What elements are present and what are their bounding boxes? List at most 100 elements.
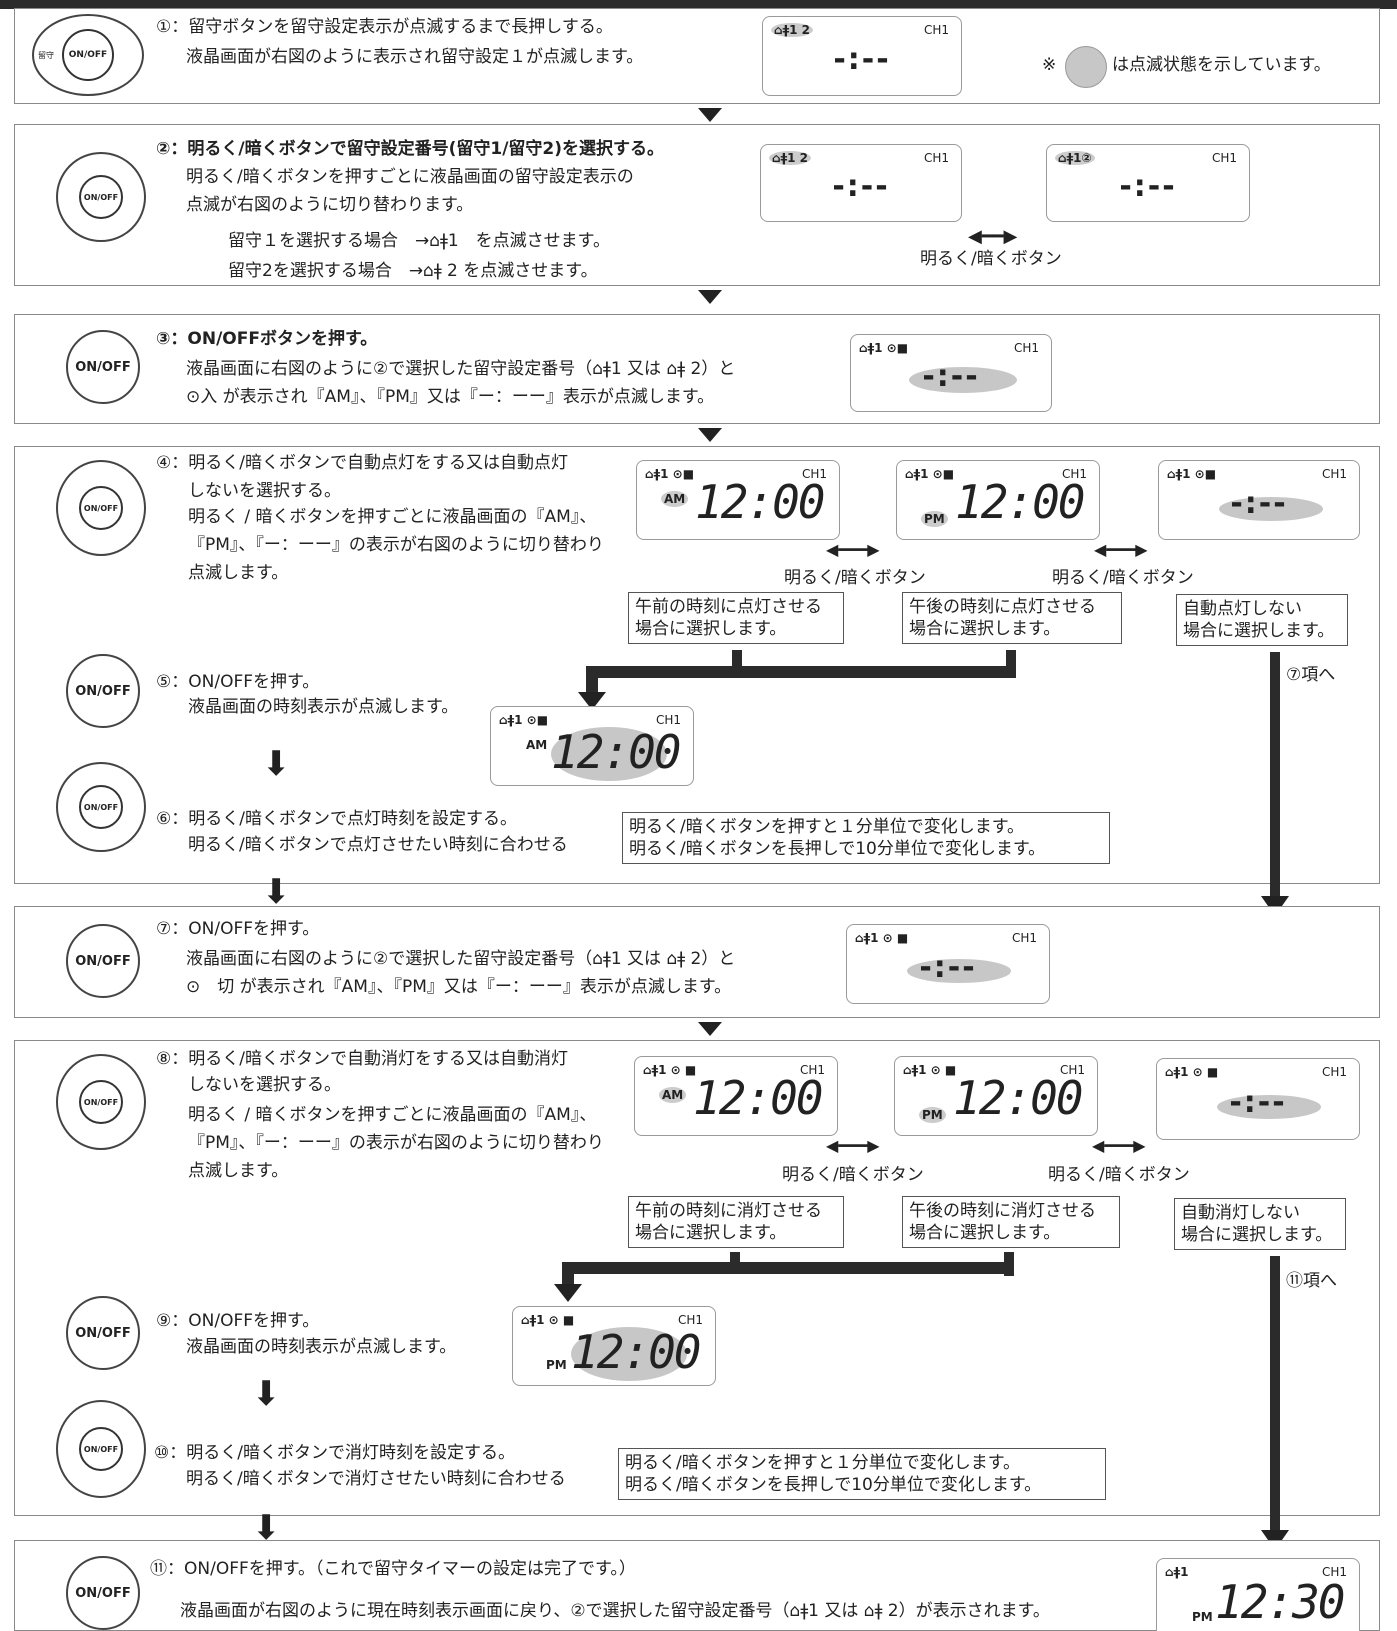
channel-label: CH1	[677, 1313, 703, 1327]
step-8-box2: 午後の時刻に消灯させる場合に選択します。	[902, 1196, 1120, 1248]
step-7-line3: ⊙ 切 が表示され『AM』、『PM』又は『ー：ーー』表示が点滅します。	[186, 977, 732, 997]
onoff-button[interactable]: ON/OFF	[66, 1556, 140, 1630]
step-2-line3: 点滅が右図のように切り替わります。	[186, 195, 474, 215]
double-arrow-icon: ◀━━━▶	[1094, 540, 1148, 559]
onoff-button[interactable]: ON/OFF	[66, 654, 140, 728]
flow-line	[1270, 1256, 1280, 1536]
box-line: 午前の時刻に消灯させる	[635, 1201, 822, 1221]
onoff-center-button[interactable]: ON/OFF	[79, 785, 123, 829]
lcd-step9: ⌂ǂ1 ⊙ ■ CH1 PM 12:00	[512, 1306, 716, 1386]
lcd-step3: ⌂ǂ1 ⊙■ CH1 -:--	[850, 334, 1052, 412]
box-line: 場合に選択します。	[635, 619, 787, 639]
double-arrow-icon: ◀━━━▶	[826, 540, 880, 559]
step-6-box: 明るく/暗くボタンを押すと１分単位で変化します。明るく/暗くボタンを長押しで10…	[622, 812, 1110, 864]
remote-dpad-button[interactable]: ON/OFF 留守	[32, 14, 144, 96]
step-10-line2: 明るく/暗くボタンで消灯させたい時刻に合わせる	[186, 1469, 566, 1489]
down-arrow-icon	[698, 1022, 722, 1036]
blink-oval	[909, 367, 1017, 393]
step-8-jump: ⑪項へ	[1286, 1271, 1337, 1291]
step-4-box2: 午後の時刻に点灯させる場合に選択します。	[902, 592, 1122, 644]
time-display: 12:00	[551, 725, 681, 779]
step-8-caption1: 明るく/暗くボタン	[782, 1165, 924, 1185]
flow-line	[562, 1262, 1014, 1274]
box-line: 明るく/暗くボタンを押すと１分単位で変化します。	[629, 817, 1025, 837]
mode-indicator: ⌂ǂ1 ⊙■	[645, 467, 695, 481]
step-4-line2: しないを選択する。	[188, 481, 341, 501]
lcd-step8-none: ⌂ǂ1 ⊙ ■ CH1 -:--	[1156, 1058, 1360, 1140]
pm-label: PM	[1192, 1610, 1213, 1624]
down-arrow-icon: ⬇	[262, 744, 291, 784]
box-line: 場合に選択します。	[1181, 1225, 1333, 1245]
box-line: 自動消灯しない	[1181, 1203, 1300, 1223]
mode-indicator: ⌂ǂ1 ⊙■	[499, 713, 549, 727]
mode-indicator: ⌂ǂ1 ⊙ ■	[903, 1063, 957, 1077]
onoff-center-button[interactable]: ON/OFF	[62, 29, 114, 81]
step-4-line1: ④：明るく/暗くボタンで自動点灯をする又は自動点灯	[156, 453, 568, 473]
step-7-line2: 液晶画面に右図のように②で選択した留守設定番号（⌂ǂ1 又は ⌂ǂ 2）と	[186, 949, 736, 969]
onoff-button[interactable]: ON/OFF	[66, 1296, 140, 1370]
rusu-indicator: ⌂ǂ1 2	[771, 23, 813, 37]
brightness-dpad-button[interactable]: ON/OFF	[56, 152, 146, 242]
step-7-panel	[14, 906, 1380, 1018]
onoff-button[interactable]: ON/OFF	[66, 924, 140, 998]
mode-indicator: ⌂ǂ1 ⊙■	[1167, 467, 1217, 481]
onoff-center-button[interactable]: ON/OFF	[79, 1080, 123, 1124]
onoff-label: ON/OFF	[83, 192, 119, 202]
pm-badge: PM	[921, 511, 948, 527]
onoff-button[interactable]: ON/OFF	[66, 330, 140, 404]
time-display: 12:00	[953, 1071, 1083, 1125]
am-badge: AM	[659, 1087, 687, 1103]
onoff-center-button[interactable]: ON/OFF	[79, 1427, 123, 1471]
flow-line	[732, 650, 742, 672]
time-display: 12:30	[1215, 1575, 1345, 1629]
am-badge: AM	[661, 491, 689, 507]
blink-oval	[571, 1327, 687, 1381]
step-9-line2: 液晶画面の時刻表示が点滅します。	[186, 1337, 457, 1357]
channel-label: CH1	[1321, 1065, 1347, 1079]
onoff-center-button[interactable]: ON/OFF	[79, 175, 123, 219]
brightness-dpad-button[interactable]: ON/OFF	[56, 762, 146, 852]
mode-indicator: ⌂ǂ1 ⊙■	[859, 341, 909, 355]
onoff-label: ON/OFF	[83, 503, 119, 513]
onoff-center-button[interactable]: ON/OFF	[79, 486, 123, 530]
channel-label: CH1	[1013, 341, 1039, 355]
channel-label: CH1	[799, 1063, 825, 1077]
channel-label: CH1	[1321, 467, 1347, 481]
rusu-label: 留守	[38, 51, 54, 60]
brightness-dpad-button[interactable]: ON/OFF	[56, 460, 146, 556]
double-arrow-icon: ◀━━▶	[968, 226, 1018, 247]
lcd-step2-b: ⌂ǂ1② CH1 -:--	[1046, 144, 1250, 222]
step-1-panel	[14, 8, 1380, 104]
time-dash: -:--	[1230, 486, 1288, 521]
blink-oval	[551, 727, 667, 781]
mode-indicator: ⌂ǂ1 ⊙ ■	[1165, 1065, 1219, 1079]
step-8-box3: 自動消灯しない場合に選択します。	[1174, 1198, 1346, 1250]
step-6-line1: ⑥：明るく/暗くボタンで点灯時刻を設定する。	[156, 809, 517, 829]
step-5-line2: 液晶画面の時刻表示が点滅します。	[188, 697, 459, 717]
step-3-line1: ③：ON/OFFボタンを押す。	[156, 329, 378, 349]
channel-label: CH1	[1211, 151, 1237, 165]
rusu-indicator: ⌂ǂ1 2	[769, 151, 811, 165]
lcd-step11: ⌂ǂ1 CH1 PM 12:30	[1156, 1558, 1360, 1631]
mode-indicator: ⌂ǂ1 ⊙ ■	[643, 1063, 697, 1077]
channel-label: CH1	[1011, 931, 1037, 945]
step-4-line5: 点滅します。	[188, 563, 289, 583]
step-8-caption2: 明るく/暗くボタン	[1048, 1165, 1190, 1185]
pm-badge: PM	[919, 1107, 946, 1123]
box-line: 午後の時刻に点灯させる	[909, 597, 1096, 617]
lcd-step7: ⌂ǂ1 ⊙ ■ CH1 -:--	[846, 924, 1050, 1004]
am-label: AM	[526, 738, 548, 752]
lcd-step1: ⌂ǂ1 2 CH1 -:--	[762, 16, 962, 96]
step-11-line2: 液晶画面が右図のように現在時刻表示画面に戻り、②で選択した留守設定番号（⌂ǂ1 …	[180, 1601, 1050, 1621]
time-dash: -:--	[1119, 169, 1177, 204]
channel-label: CH1	[923, 23, 949, 37]
box-line: 明るく/暗くボタンを長押しで10分単位で変化します。	[625, 1475, 1042, 1495]
step-4-box3: 自動点灯しない場合に選択します。	[1176, 594, 1348, 646]
time-dash: -:--	[1229, 1085, 1287, 1120]
brightness-dpad-button[interactable]: ON/OFF	[56, 1054, 146, 1150]
time-display: 12:00	[955, 475, 1085, 529]
flow-line	[586, 666, 598, 696]
double-arrow-icon: ◀━━━▶	[826, 1136, 880, 1155]
brightness-dpad-button[interactable]: ON/OFF	[56, 1400, 146, 1498]
mode-indicator: ⌂ǂ1 ⊙ ■	[521, 1313, 575, 1327]
